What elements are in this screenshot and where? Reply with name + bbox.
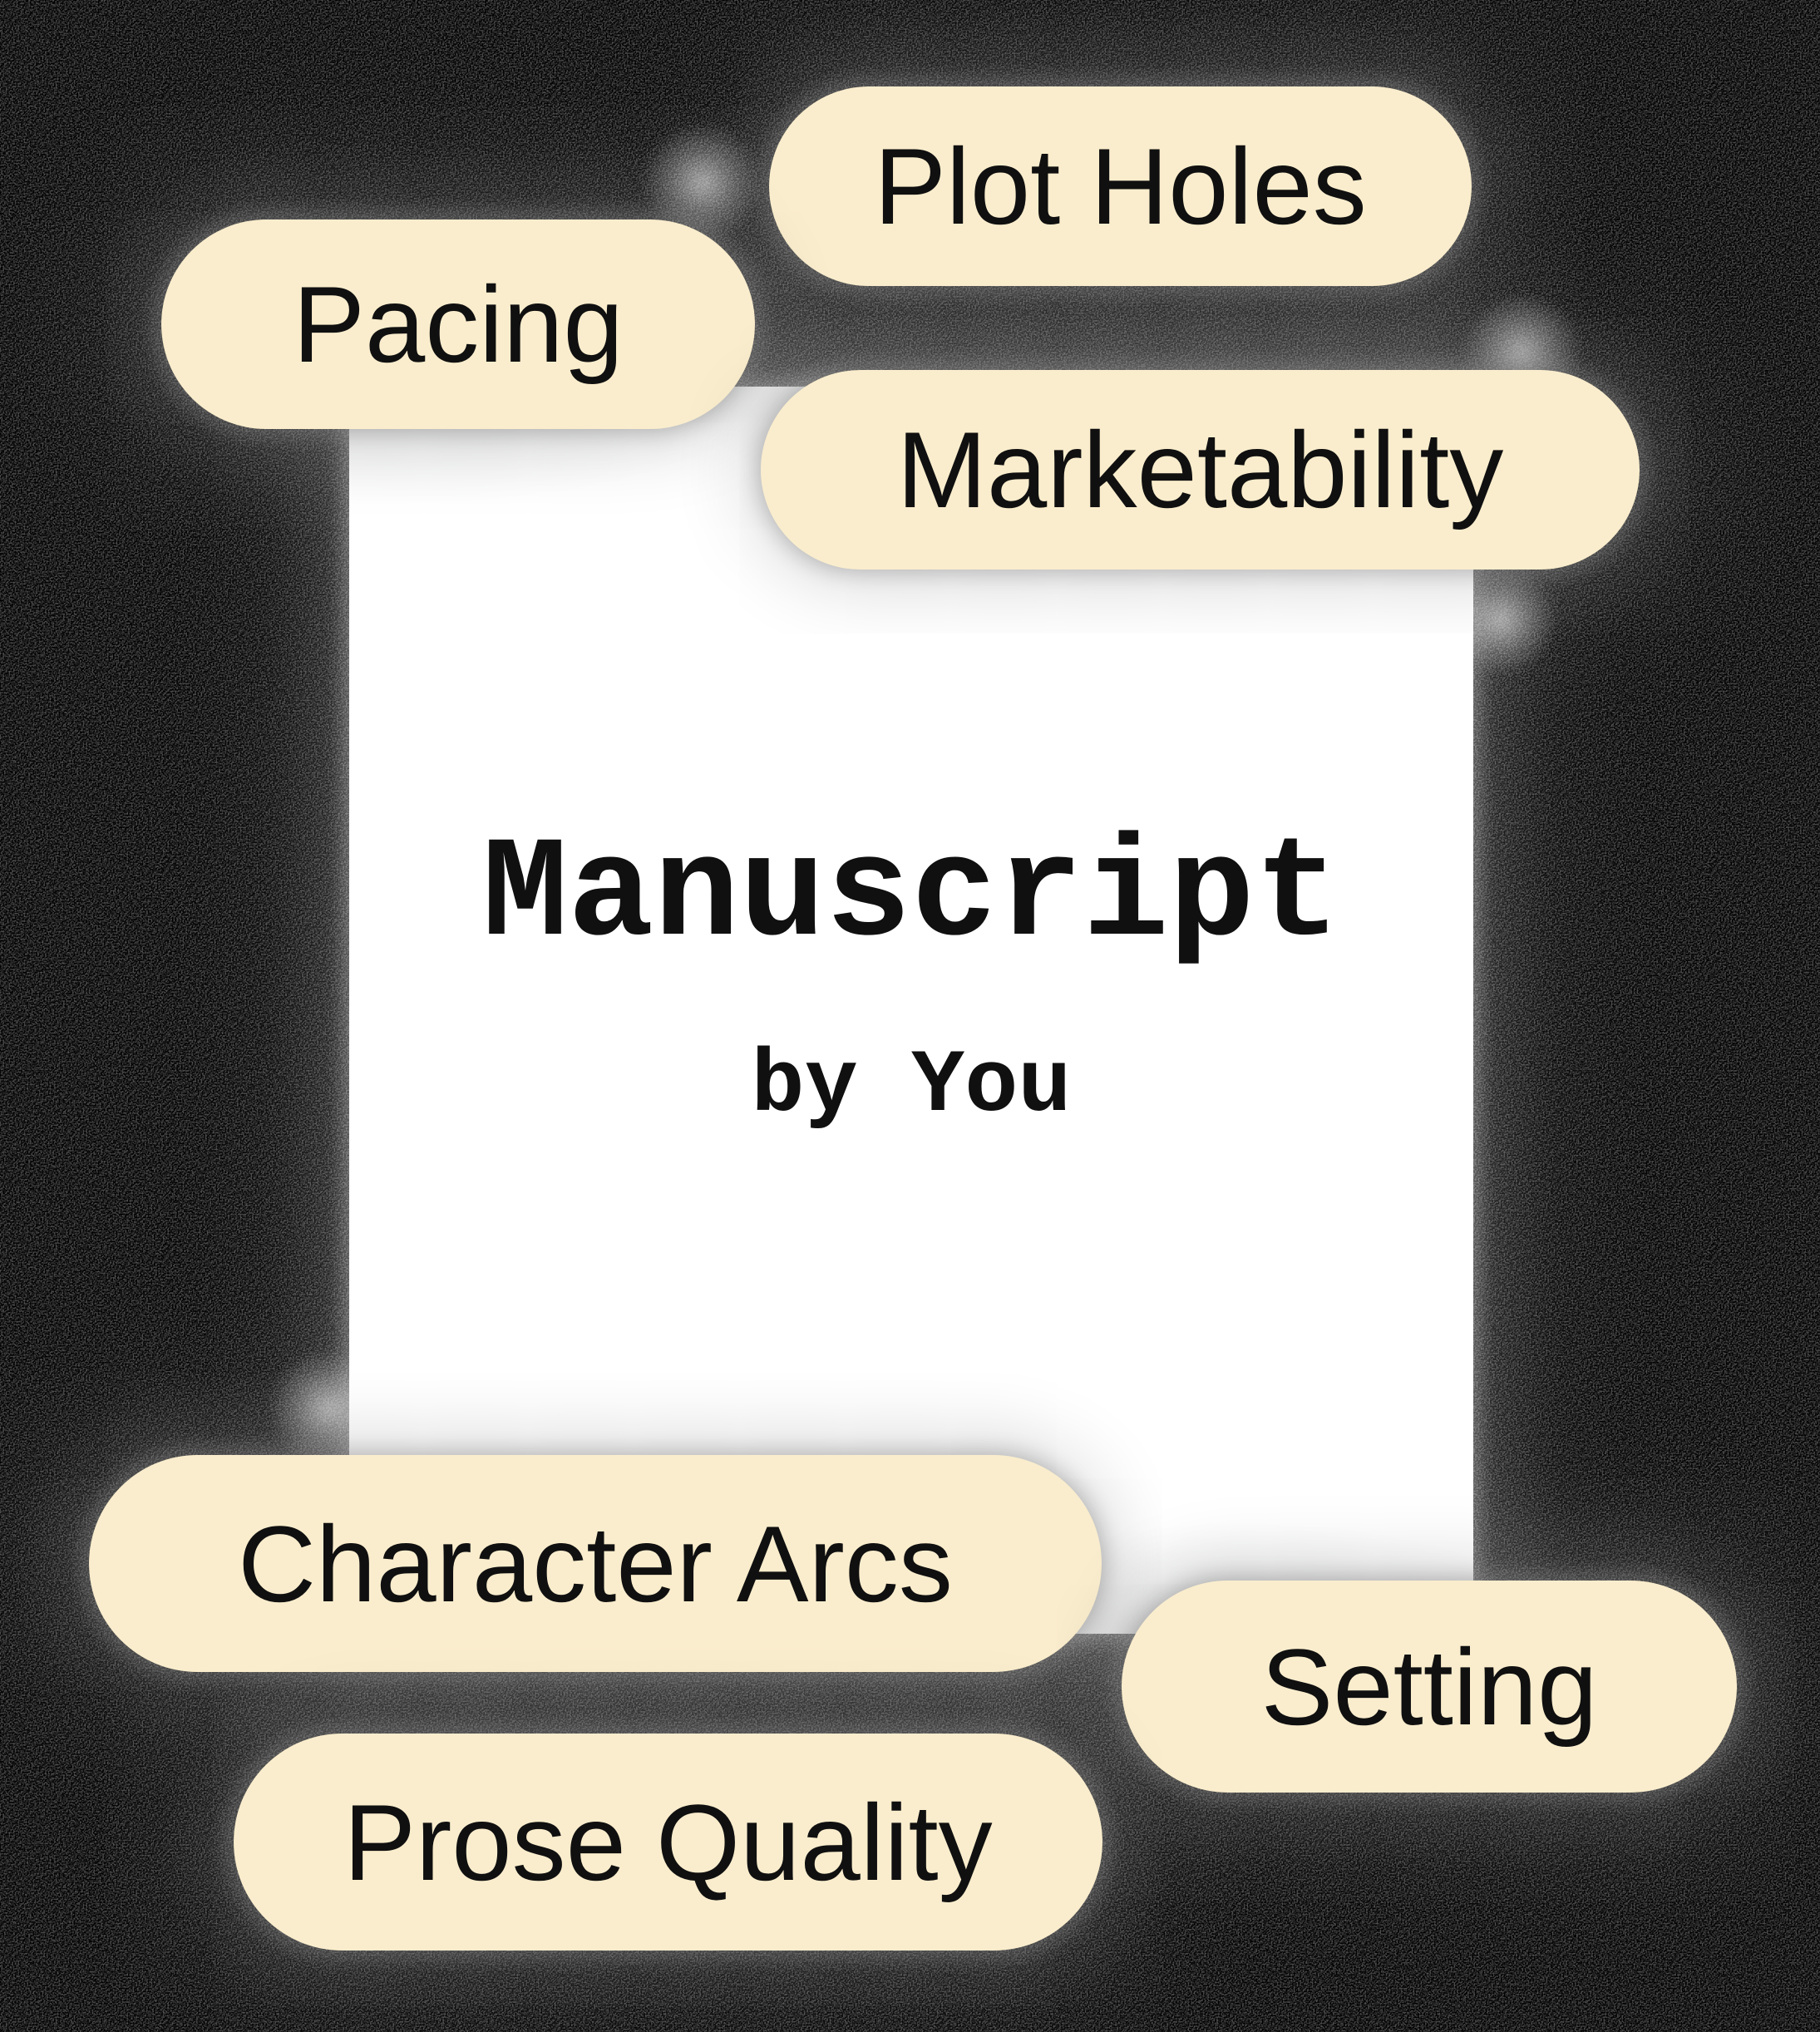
tag-label: Pacing (293, 264, 624, 385)
tag-pill-plot-holes: Plot Holes (769, 86, 1472, 286)
tag-pill-pacing: Pacing (161, 219, 755, 429)
tag-label: Character Arcs (238, 1502, 953, 1625)
tag-label: Setting (1260, 1625, 1598, 1748)
tag-label: Marketability (896, 409, 1504, 530)
tag-pill-setting: Setting (1122, 1581, 1737, 1793)
tag-pill-character-arcs: Character Arcs (89, 1455, 1102, 1672)
manuscript-title: Manuscript (481, 815, 1341, 977)
manuscript-paper: Manuscript by You (349, 387, 1473, 1634)
tag-pill-marketability: Marketability (761, 370, 1640, 570)
tag-pill-prose-quality: Prose Quality (234, 1734, 1102, 1951)
manuscript-byline: by You (751, 1037, 1072, 1137)
tag-label: Prose Quality (343, 1781, 993, 1903)
tag-label: Plot Holes (874, 126, 1367, 247)
